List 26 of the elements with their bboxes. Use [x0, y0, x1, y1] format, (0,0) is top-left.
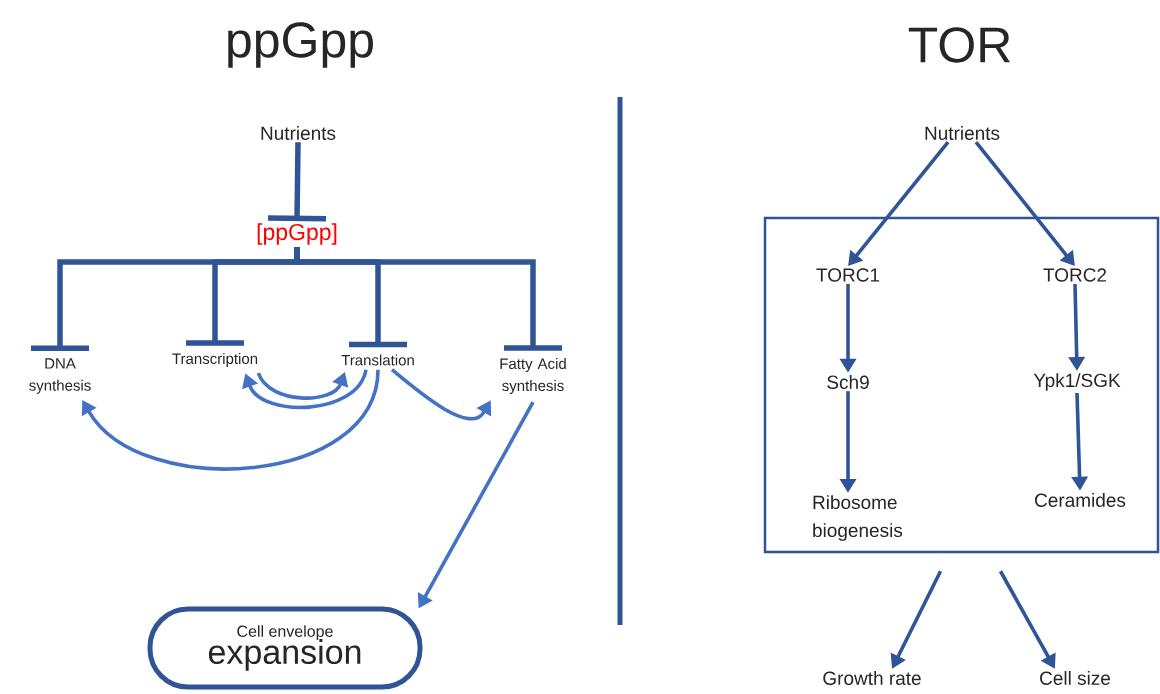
inhibition-line — [294, 246, 562, 351]
curved-arrow — [242, 369, 368, 410]
nutrient-label: Nutrients — [261, 126, 336, 140]
process-label: DNA synthesis — [29, 358, 91, 394]
complex-label: TORC1 — [816, 268, 880, 282]
outcome-label: Cell size — [1040, 671, 1111, 685]
heading: TOR — [908, 27, 1010, 63]
complex-label: TORC2 — [1043, 268, 1107, 282]
pathway-box — [763, 216, 1160, 554]
arrow — [848, 141, 950, 266]
alarmone-label: [ppGpp] — [257, 223, 337, 245]
heading: ppGpp — [228, 22, 373, 68]
nutrient-label: Nutrients — [925, 126, 1000, 140]
kinase-label: Sch9 — [827, 375, 869, 389]
curved-arrow — [390, 368, 492, 421]
arrow — [974, 141, 1075, 266]
output-label: Ribosome biogenesis — [813, 495, 903, 541]
rounded-box: Cell envelope expansion — [147, 606, 423, 690]
process-label: Translation — [341, 354, 414, 366]
curved-arrow — [81, 369, 380, 471]
output-label: Ceramides — [1035, 493, 1126, 507]
outcome-label: Growth rate — [823, 671, 921, 685]
inhibition-line — [268, 142, 327, 222]
process-label: Transcription — [172, 353, 258, 367]
kinase-label: Ypk1/SGK — [1033, 373, 1121, 391]
process-label: Fatty Acid synthesis — [500, 358, 566, 394]
